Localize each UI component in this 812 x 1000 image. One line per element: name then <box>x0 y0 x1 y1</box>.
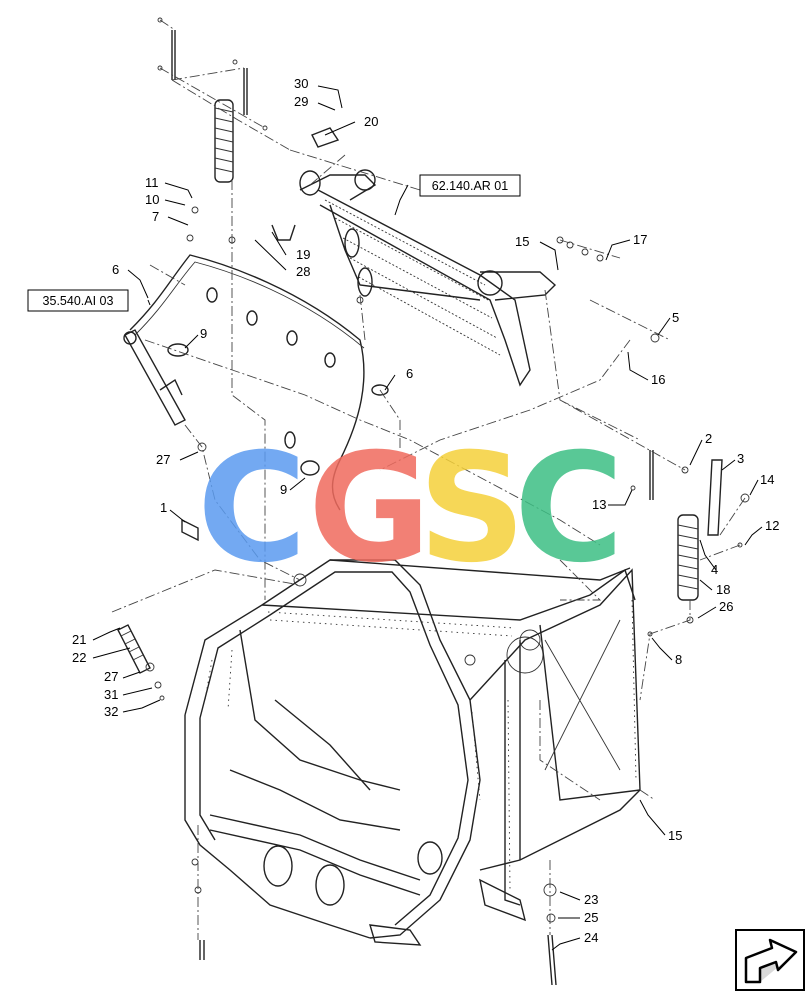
callout-label: 13 <box>592 497 606 512</box>
callout-label: 24 <box>584 930 598 945</box>
callout-label: 3 <box>737 451 744 466</box>
callout-label: 25 <box>584 910 598 925</box>
callout-label: 12 <box>765 518 779 533</box>
callout-label: 6 <box>112 262 119 277</box>
callout-label: 8 <box>675 652 682 667</box>
assembly-lines <box>111 19 746 940</box>
main-frame <box>184 559 641 946</box>
callout-label: 1 <box>160 500 167 515</box>
callout-label: 22 <box>72 650 86 665</box>
callout-label: 10 <box>145 192 159 207</box>
callout-label: 32 <box>104 704 118 719</box>
callout-label: 5 <box>672 310 679 325</box>
callout-label: 17 <box>633 232 647 247</box>
watermark-letter: G <box>308 422 431 596</box>
callout-label: 29 <box>294 94 308 109</box>
callout-label: 7 <box>152 209 159 224</box>
callout-label: 2 <box>705 431 712 446</box>
callout-label: 27 <box>104 669 118 684</box>
callout-label: 19 <box>296 247 310 262</box>
callout-label: 31 <box>104 687 118 702</box>
callout-label: 18 <box>716 582 730 597</box>
callout-label: 4 <box>711 562 718 577</box>
callout-label: 6 <box>406 366 413 381</box>
watermark-letter: C <box>514 422 624 596</box>
right-spring <box>677 514 699 601</box>
callout-label: 23 <box>584 892 598 907</box>
reference-box-35540[interactable]: 35.540.AI 03 <box>27 289 129 312</box>
next-page-arrow-icon[interactable] <box>735 929 805 991</box>
rods-and-links <box>123 17 750 986</box>
callout-label: 15 <box>515 234 529 249</box>
upper-spring <box>214 99 234 183</box>
watermark-logo: C G S C <box>197 422 624 596</box>
lower-spring <box>117 624 151 674</box>
roller-assembly <box>299 169 557 387</box>
callout-label: 9 <box>200 326 207 341</box>
reference-label: 35.540.AI 03 <box>43 294 114 308</box>
callout-label: 15 <box>668 828 682 843</box>
callout-label: 11 <box>145 175 159 190</box>
callout-label: 9 <box>280 482 287 497</box>
callout-label: 27 <box>156 452 170 467</box>
callout-label: 21 <box>72 632 86 647</box>
leader-lines <box>92 85 763 951</box>
callout-numbers: 30 29 20 11 10 7 19 28 15 17 6 9 5 16 6 … <box>72 76 779 945</box>
watermark-letter: S <box>418 422 526 596</box>
watermark-letter: C <box>197 422 307 596</box>
callout-label: 16 <box>651 372 665 387</box>
callout-label: 28 <box>296 264 310 279</box>
callout-label: 20 <box>364 114 378 129</box>
callout-label: 26 <box>719 599 733 614</box>
callout-label: 30 <box>294 76 308 91</box>
reference-label: 62.140.AR 01 <box>432 179 508 193</box>
callout-label: 14 <box>760 472 774 487</box>
reference-box-62140[interactable]: 62.140.AR 01 <box>419 174 521 197</box>
